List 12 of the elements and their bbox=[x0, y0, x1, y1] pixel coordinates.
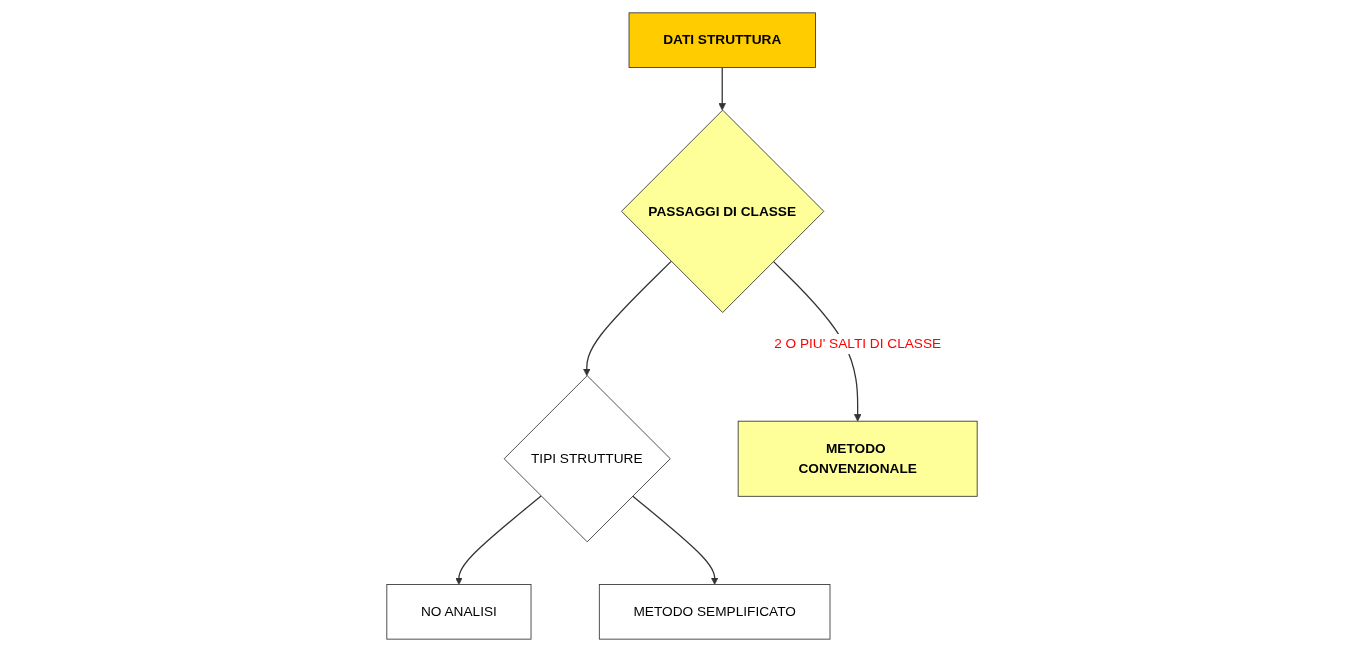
node-box: DATI STRUTTURA bbox=[628, 12, 816, 68]
node-box: NO ANALISI bbox=[385, 584, 531, 640]
arrow bbox=[717, 66, 726, 111]
arrow bbox=[631, 495, 718, 585]
node-box: METODO SEMPLIFICATO bbox=[598, 584, 830, 640]
node-box: METODO CONVENZIONALE bbox=[737, 420, 978, 497]
edge-label: 2 O PIU' SALTI DI CLASSE bbox=[773, 336, 941, 351]
arrow bbox=[772, 260, 861, 422]
node-diamond: PASSAGGI DI CLASSE bbox=[620, 109, 824, 313]
arrow bbox=[582, 260, 672, 376]
arrow bbox=[454, 495, 542, 585]
node-diamond: TIPI STRUTTURE bbox=[503, 375, 671, 543]
